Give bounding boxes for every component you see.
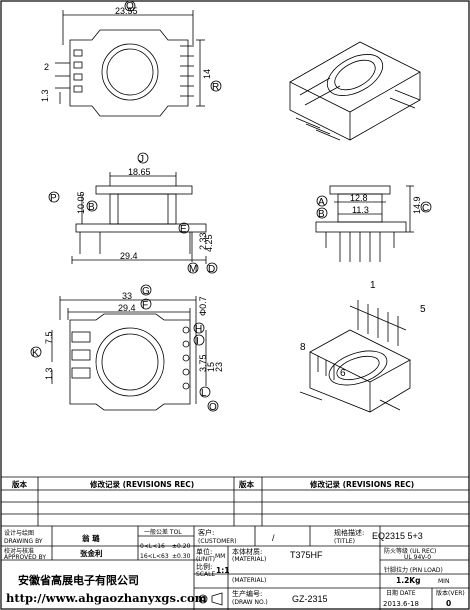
date-value: 2013.6-18 <box>383 600 419 608</box>
rev-col-version-2: 版本 <box>238 479 254 489</box>
pin-load-unit: MIN <box>438 578 449 585</box>
version-value: 0 <box>446 599 451 608</box>
callout-q: Q <box>126 1 134 12</box>
customer-label: 客户: <box>198 528 214 537</box>
tolerance-range-1: 0<L<16 <box>140 543 165 550</box>
front-pin-dim-2: 4.25 <box>204 234 214 252</box>
callout-d: D <box>208 264 215 275</box>
tolerance-label: 一般公差 TOL <box>144 528 182 536</box>
bottom-inner-dim: 29.4 <box>118 303 136 313</box>
callout-k: K <box>32 348 39 359</box>
iso-view-bottom <box>299 300 411 413</box>
callout-c: C <box>422 203 429 214</box>
iso-pin-1: 1 <box>370 280 376 291</box>
bottom-dim-15: 15 <box>206 362 216 372</box>
front-pin-dim: 2.33 <box>198 232 208 250</box>
front-view <box>48 152 218 274</box>
callout-a: A <box>318 197 325 208</box>
tolerance-value-2: ±0.30 <box>172 553 191 560</box>
scale-label-en: SCALE <box>196 571 215 578</box>
callout-e-front: E <box>180 224 187 235</box>
bottom-pin-dia: Φ0.7 <box>198 296 208 316</box>
scale-value: 1:1 <box>216 566 229 575</box>
spec-value: EQ2315 5+3 <box>372 531 423 541</box>
material2-label-en: (MATERIAL) <box>232 577 266 584</box>
bottom-outer-dim: 33 <box>122 291 132 301</box>
rev-col-version: 版本 <box>11 479 27 489</box>
side-dim-b: 11.3 <box>352 205 369 215</box>
bottom-dim-7-5: 7.5 <box>44 331 54 344</box>
designer-label: 设计与绘图 <box>4 529 34 537</box>
title-block-grid <box>1 526 469 610</box>
callout-o: O <box>209 402 217 413</box>
drawing-no-label-en: (DRAW NO.) <box>232 599 268 606</box>
rev-col-record: 修改记录 (REVISIONS REC) <box>89 479 194 489</box>
bottom-view <box>30 284 219 412</box>
company-url[interactable]: http://www.ahgaozhanyxgs.com <box>6 591 207 605</box>
callout-l: L <box>201 388 207 399</box>
customer-value: / <box>272 533 275 543</box>
front-base-dim: 29.4 <box>120 251 138 261</box>
company-name: 安徽省高展电子有限公司 <box>18 573 139 587</box>
callout-g: G <box>142 286 150 297</box>
designer-label-en: DRAWING BY <box>4 538 43 545</box>
top-pin-dim: 1.3 <box>40 89 50 102</box>
pin-load-value: 1.2Kg <box>396 576 420 585</box>
projection-symbol-icon <box>198 592 223 606</box>
pin-load-label: 针脚拉力 (PIN LOAD) <box>384 566 443 574</box>
unit-label-en: (UNIT) <box>196 556 215 563</box>
front-width-dim: 18.65 <box>128 167 151 177</box>
fire-rating-value: UL 94V-0 <box>404 554 431 561</box>
iso-view-top <box>289 41 421 141</box>
side-view <box>315 185 432 262</box>
callout-p: P <box>50 193 57 204</box>
top-width-dim: 23.55 <box>115 6 138 16</box>
iso-pin-8: 8 <box>300 342 306 353</box>
designer-name: 翁 璐 <box>82 533 100 543</box>
material-label-en: (MATERIAL) <box>232 556 266 563</box>
rev-col-record-2: 修改记录 (REVISIONS REC) <box>309 479 414 489</box>
top-view <box>55 0 222 117</box>
iso-pin-5: 5 <box>420 304 426 315</box>
spec-label-en: (TITLE) <box>334 538 355 545</box>
callout-f: F <box>142 300 148 311</box>
side-height-dim: 14.9 <box>412 196 422 214</box>
side-dim-a: 12.8 <box>350 193 368 203</box>
checker-label: 校对与核准 <box>4 547 34 555</box>
callout-h: H <box>195 324 202 335</box>
customer-label-en: (CUSTOMER) <box>198 538 237 545</box>
callout-b-front: B <box>88 202 95 213</box>
spec-label: 规格描述: <box>334 528 364 537</box>
tolerance-value-1: ±0.20 <box>172 543 191 550</box>
drawing-no-value: GZ-2315 <box>292 594 328 604</box>
revision-table <box>1 476 469 527</box>
callout-i: I <box>196 336 199 347</box>
top-height-dim: 14 <box>202 69 212 79</box>
front-height-dim: 10.05 <box>76 191 86 214</box>
callout-j: J <box>139 154 144 165</box>
callout-r: R <box>212 82 219 93</box>
callout-b: B <box>318 209 325 220</box>
callout-m: M <box>189 264 197 275</box>
bottom-dim-3-75: 3.75 <box>198 354 208 372</box>
checker-name: 张金利 <box>80 548 103 558</box>
scale-label: 比例: <box>196 562 212 571</box>
tolerance-range-2: 16<L<63 <box>140 553 169 560</box>
unit-label: 单位: <box>196 547 212 556</box>
bottom-dim-23: 23 <box>214 362 224 372</box>
material-value: T375HF <box>290 550 323 560</box>
version-label: 版本(VER) <box>436 589 465 597</box>
unit-value: MM <box>215 553 225 560</box>
fire-rating-label: 防火等级 (UL REC) <box>384 547 436 555</box>
material-label: 本体材质: <box>232 547 262 556</box>
iso-pin-6: 6 <box>340 368 346 379</box>
bottom-dim-1-3: 1.3 <box>44 367 54 380</box>
date-label: 日期 DATE <box>386 589 416 597</box>
drawing-no-label: 生产编号: <box>232 589 262 598</box>
checker-label-en: APPROVED BY <box>4 554 46 561</box>
top-pitch-dim: 2 <box>44 62 49 72</box>
